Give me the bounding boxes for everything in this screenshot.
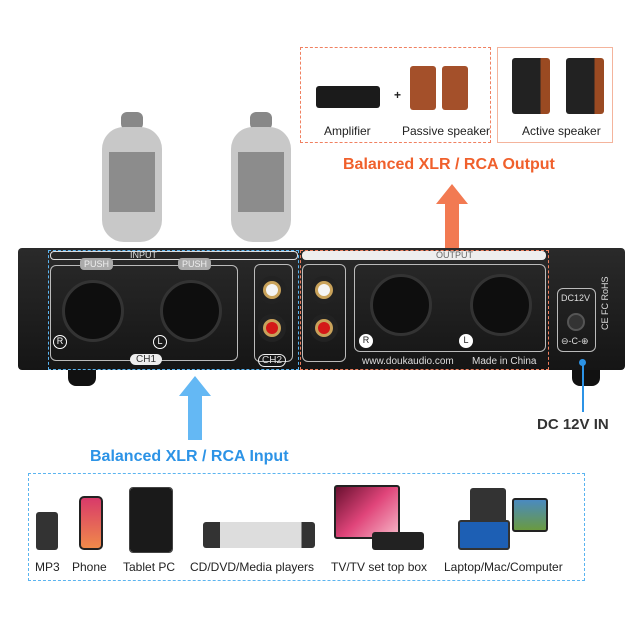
output-item-label: Amplifier (324, 124, 371, 138)
input-section-highlight (48, 250, 299, 370)
made-in-label: Made in China (472, 356, 537, 367)
input-sources-box (28, 473, 585, 581)
media-player-icon (203, 522, 315, 548)
xlr-output-left[interactable] (470, 274, 532, 336)
dc-callout-line (582, 362, 584, 412)
set-top-box-icon (372, 532, 424, 550)
amplifier-icon (316, 86, 380, 108)
dc-panel (557, 288, 596, 352)
source-label: TV/TV set top box (331, 560, 428, 574)
output-arrow-icon (436, 184, 468, 248)
xlr-output-panel (354, 264, 546, 352)
device-foot (572, 370, 600, 386)
source-label: Phone (72, 560, 107, 574)
dc-jack[interactable] (567, 313, 585, 331)
push-tab[interactable]: PUSH (80, 258, 114, 270)
xlr-input-left[interactable] (160, 280, 222, 342)
rca-output-left[interactable] (310, 276, 338, 304)
output-section-highlight (300, 250, 549, 370)
right-channel-marker: R (359, 334, 373, 348)
push-tab[interactable]: PUSH (178, 258, 212, 270)
mp3-player-icon (36, 512, 58, 550)
output-item-label: Passive speaker (402, 124, 491, 138)
input-label-bar (50, 251, 298, 260)
xlr-input-right[interactable] (62, 280, 124, 342)
rca-input-right[interactable] (258, 314, 286, 342)
rca-input-left[interactable] (258, 276, 286, 304)
certification-marks: CE FC RoHS (600, 276, 610, 330)
vacuum-tube-icon (102, 112, 162, 242)
active-speaker-box (497, 47, 613, 143)
tv-icon (334, 485, 400, 539)
rca-output-right[interactable] (310, 314, 338, 342)
ch1-label: CH1 (130, 354, 163, 365)
output-item-label: Active speaker (522, 124, 601, 138)
right-channel-marker: R (53, 335, 67, 349)
xlr-output-right[interactable] (370, 274, 432, 336)
vacuum-tube-icon (231, 112, 291, 242)
device-foot (68, 370, 96, 386)
input-label: INPUT (130, 250, 157, 260)
left-channel-marker: L (153, 335, 167, 349)
website-label: www.doukaudio.com (362, 356, 454, 367)
source-label: Tablet PC (123, 560, 176, 574)
left-channel-marker: L (459, 334, 473, 348)
passive-speaker-icon (442, 66, 468, 110)
dc-in-label: DC 12V IN (537, 416, 609, 433)
phone-icon (79, 496, 103, 550)
ch2-label: CH2 (258, 354, 287, 367)
input-title: Balanced XLR / RCA Input (90, 448, 289, 465)
active-speaker-icon (566, 58, 604, 114)
passive-speaker-icon (410, 66, 436, 110)
monitor-icon (512, 498, 548, 532)
source-label: CD/DVD/Media players (190, 560, 315, 574)
active-speaker-icon (512, 58, 550, 114)
output-label: OUTPUT (436, 250, 473, 260)
input-arrow-icon (179, 376, 211, 440)
source-label: MP3 (35, 560, 60, 574)
laptop-icon (458, 520, 510, 550)
output-title: Balanced XLR / RCA Output (343, 156, 555, 173)
dc-callout-dot (579, 359, 586, 366)
polarity-label: ⊖-C-⊕ (561, 336, 589, 346)
output-devices-box (300, 47, 491, 143)
output-label-bar (302, 251, 546, 260)
rca-output-panel (302, 264, 346, 362)
source-label: Laptop/Mac/Computer (444, 560, 563, 574)
ch2-panel (254, 264, 293, 362)
tablet-icon (129, 487, 173, 553)
dc-label: DC12V (561, 293, 591, 303)
plus-sign: + (394, 88, 402, 102)
